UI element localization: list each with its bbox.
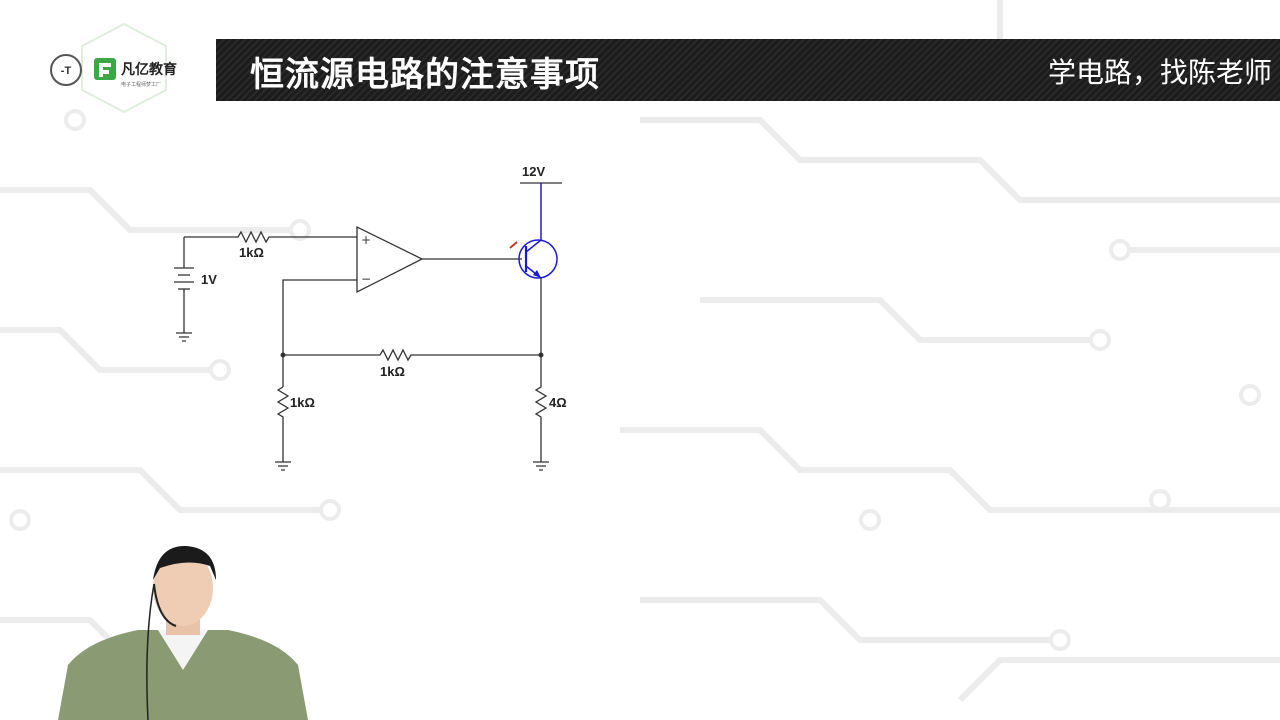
opamp-minus-sign: − bbox=[361, 272, 371, 286]
pointer-cursor-icon bbox=[509, 241, 518, 249]
feedback-resistor bbox=[283, 348, 541, 362]
page-title: 恒流源电路的注意事项 bbox=[250, 55, 600, 95]
label-load-resistor: 4Ω bbox=[549, 395, 567, 410]
presenter-video bbox=[58, 545, 308, 720]
emitter-arrow-icon bbox=[533, 270, 541, 278]
header-bar: 恒流源电路的注意事项 学电路，找陈老师 bbox=[216, 39, 1280, 101]
brand-logo: -T 凡亿教育 电子工程师梦工厂 bbox=[44, 22, 204, 114]
label-feedback-resistor: 1kΩ bbox=[380, 364, 405, 379]
wire-minus-input bbox=[282, 279, 357, 387]
header-slogan: 学电路，找陈老师 bbox=[1047, 56, 1272, 89]
opamp-symbol bbox=[356, 225, 424, 294]
presenter-hair bbox=[153, 545, 216, 580]
ground-resistor bbox=[276, 386, 290, 462]
svg-text:-T: -T bbox=[61, 65, 72, 77]
logo-graphic: -T 凡亿教育 电子工程师梦工厂 bbox=[50, 22, 177, 114]
npn-transistor-icon bbox=[518, 183, 558, 355]
ground-left-icon bbox=[275, 461, 291, 471]
label-input-resistor: 1kΩ bbox=[239, 245, 264, 260]
ground-right-icon bbox=[533, 461, 549, 471]
label-ground-resistor: 1kΩ bbox=[290, 395, 315, 410]
logo-brand-text: 凡亿教育 bbox=[121, 61, 177, 78]
load-resistor bbox=[534, 355, 548, 462]
label-1v: 1V bbox=[201, 272, 217, 287]
logo-tagline: 电子工程师梦工厂 bbox=[121, 81, 161, 88]
presenter-sweater bbox=[58, 630, 308, 720]
presenter-face bbox=[153, 550, 213, 626]
input-resistor bbox=[184, 230, 357, 244]
opamp-plus-sign: + bbox=[361, 233, 371, 247]
label-12v: 12V bbox=[522, 164, 545, 179]
ground-battery-icon bbox=[176, 332, 192, 342]
node-left bbox=[280, 352, 286, 358]
headset-cable bbox=[146, 583, 155, 720]
presenter-collar bbox=[158, 630, 208, 670]
